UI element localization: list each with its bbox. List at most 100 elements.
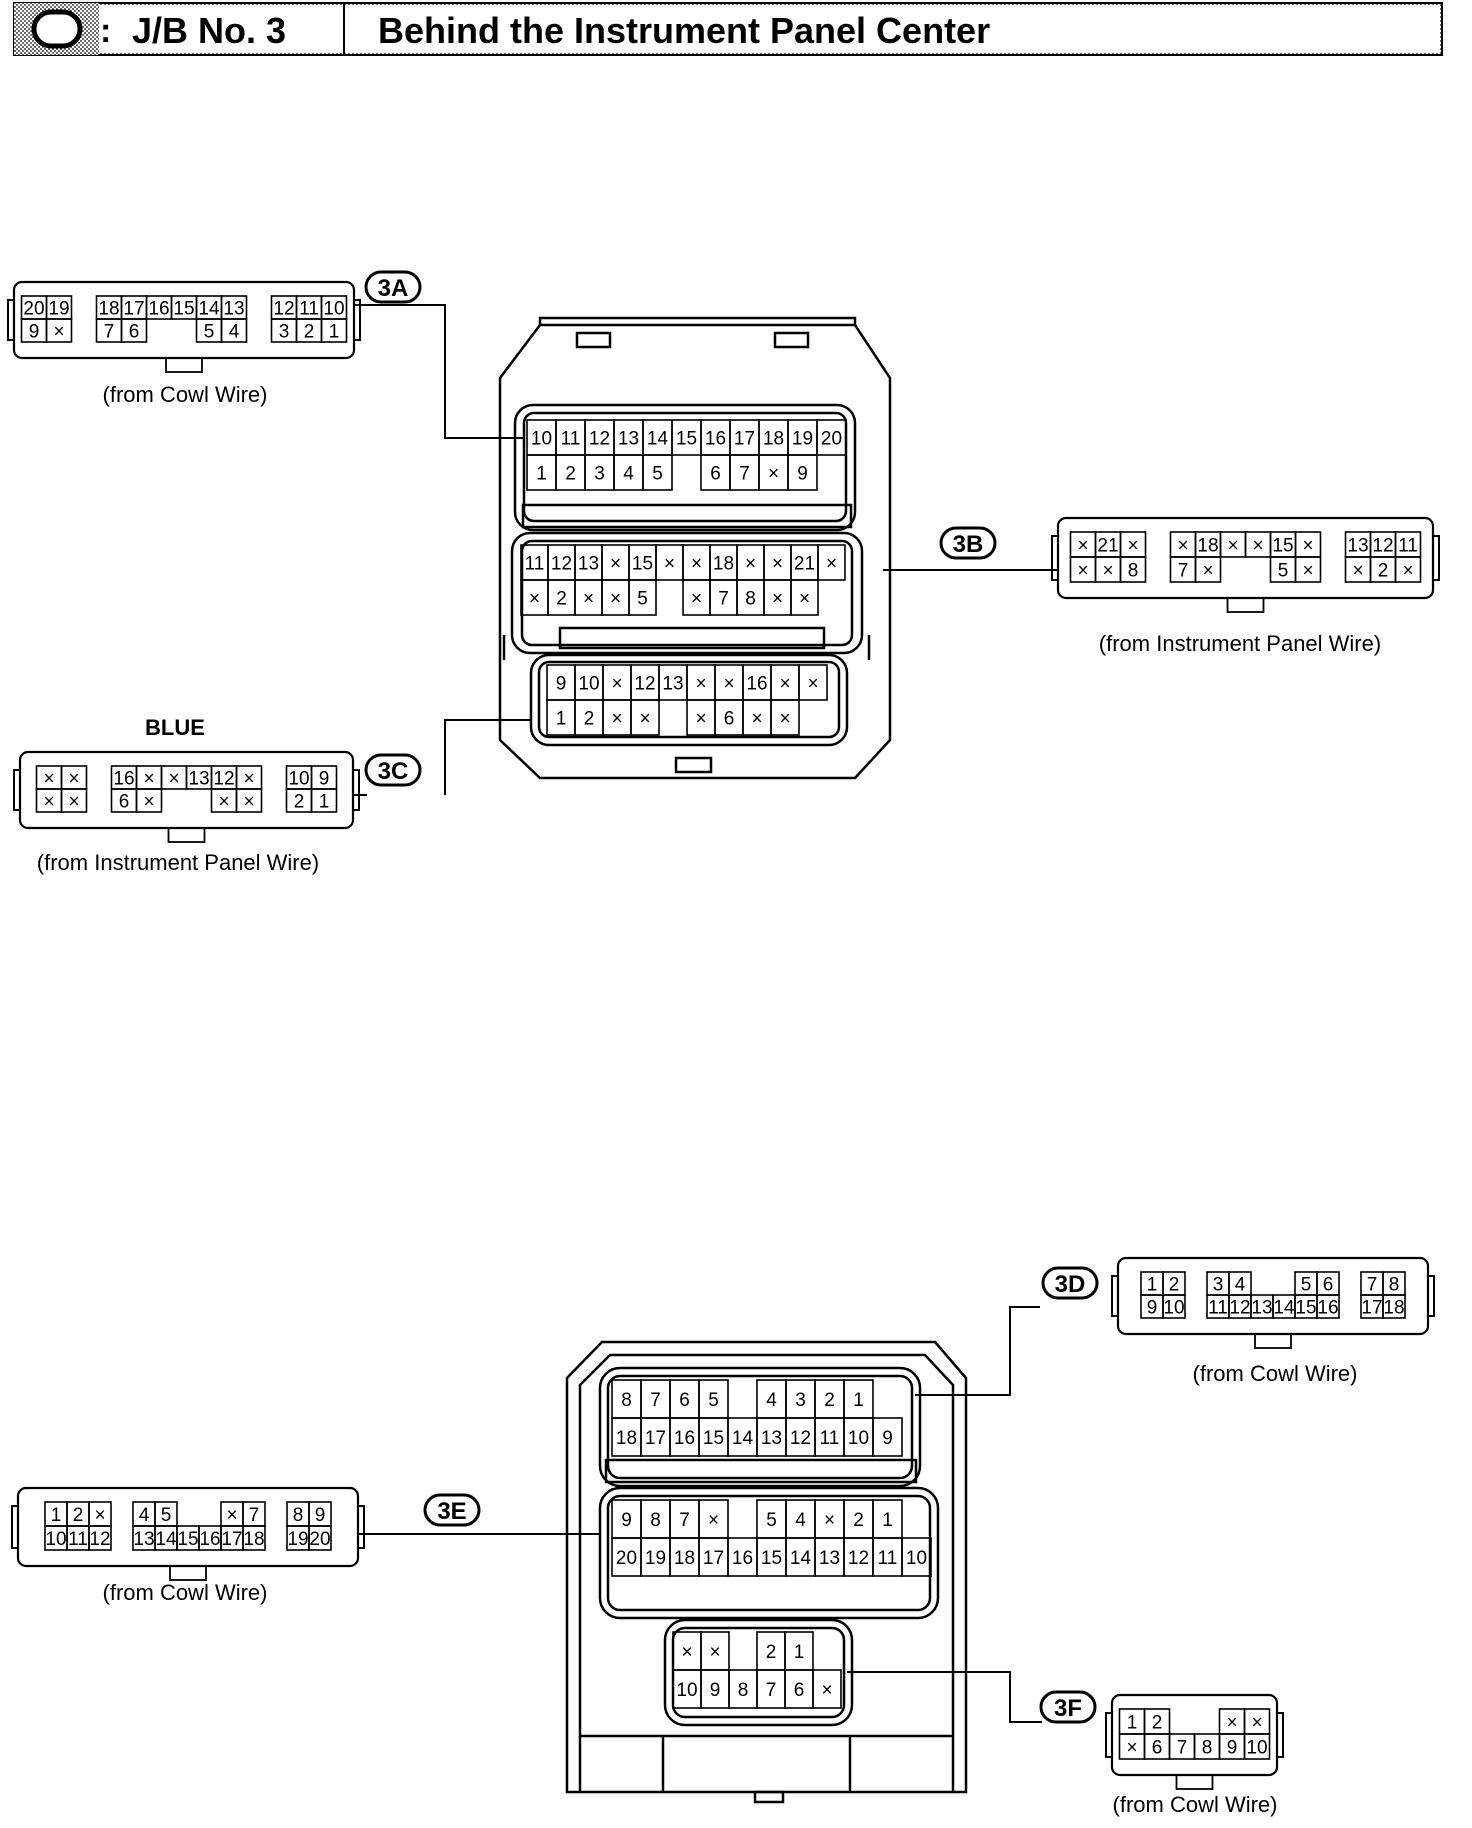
pin-number: 9	[621, 1510, 632, 1531]
pin-number: 9	[882, 1428, 893, 1449]
pin-cell	[872, 1417, 903, 1457]
pin-number: 8	[293, 1505, 304, 1526]
connector-body	[1056, 516, 1435, 600]
pin-cell	[120, 318, 148, 343]
pin-number: 8	[1389, 1275, 1400, 1296]
pin-number: 16	[199, 1529, 220, 1550]
pin-number: 19	[48, 299, 69, 320]
pin-number: 10	[288, 769, 309, 790]
pin-number: 15	[177, 1529, 198, 1550]
pin-number: 6	[710, 464, 721, 485]
connector-code-badge	[364, 753, 422, 787]
pin-number: 8	[745, 589, 756, 610]
pin-number: 7	[650, 1390, 661, 1411]
pin-number: 11	[1208, 1298, 1228, 1319]
pin-number: 7	[1367, 1275, 1378, 1296]
empty-pin-mark: ×	[799, 589, 810, 610]
pin-number: 17	[221, 1529, 242, 1550]
pin-number: 6	[1323, 1275, 1334, 1296]
pin-number: 2	[1378, 561, 1389, 582]
pin-number: 6	[724, 709, 735, 730]
connector-code-badge	[939, 526, 997, 560]
pin-number: 5	[1301, 1275, 1312, 1296]
empty-pin-mark: ×	[68, 792, 79, 813]
connector-code-badge	[1041, 1266, 1099, 1300]
pin-number: 19	[645, 1548, 666, 1569]
pin-number: 18	[763, 429, 784, 450]
empty-pin-mark: ×	[723, 674, 734, 695]
empty-pin-mark: ×	[243, 792, 254, 813]
empty-pin-mark: ×	[1202, 561, 1213, 582]
wire-source-label: (from Cowl Wire)	[103, 382, 268, 407]
pin-number: 19	[792, 429, 813, 450]
pin-cell	[630, 699, 660, 736]
header-separator: :	[100, 12, 111, 50]
pin-number: 5	[1278, 561, 1289, 582]
pin-number: 10	[848, 1428, 869, 1449]
pin-number: 10	[578, 674, 599, 695]
pin-number: 15	[173, 299, 194, 320]
empty-pin-mark: ×	[709, 1642, 720, 1663]
pin-number: 1	[329, 322, 340, 343]
pin-number: 6	[1152, 1738, 1163, 1759]
empty-pin-mark: ×	[664, 554, 675, 575]
wire-source-label: (from Cowl Wire)	[103, 1580, 268, 1605]
pin-number: 16	[148, 299, 169, 320]
pin-cell	[901, 1537, 932, 1577]
pin-number: 13	[819, 1548, 840, 1569]
pin-number: 12	[213, 769, 234, 790]
pin-number: 15	[703, 1428, 724, 1449]
pin-number: 1	[556, 709, 567, 730]
pin-number: 10	[906, 1548, 927, 1569]
pin-number: 10	[1246, 1738, 1267, 1759]
pin-number: 18	[1383, 1298, 1404, 1319]
empty-pin-mark: ×	[1077, 536, 1088, 557]
pin-number: 14	[1273, 1298, 1295, 1319]
pin-number: 2	[565, 464, 576, 485]
pin-number: 7	[1177, 1738, 1188, 1759]
pin-number: 18	[616, 1428, 637, 1449]
pin-number: 6	[129, 322, 140, 343]
pin-number: 12	[589, 429, 610, 450]
pin-cell	[787, 454, 818, 491]
empty-pin-mark: ×	[826, 554, 837, 575]
pin-number: 4	[229, 322, 240, 343]
pin-number: 2	[853, 1510, 864, 1531]
pin-number: 20	[309, 1529, 330, 1550]
pin-number: 3	[1213, 1275, 1224, 1296]
connector-code: 3A	[378, 275, 409, 302]
connector-body	[16, 1486, 360, 1568]
empty-pin-mark: ×	[1177, 536, 1188, 557]
pin-number: 11	[878, 1548, 898, 1569]
empty-pin-mark: ×	[768, 464, 779, 485]
pin-number: 20	[23, 299, 44, 320]
pin-cell	[770, 699, 800, 736]
pin-number: 11	[1398, 536, 1418, 557]
pin-number: 18	[98, 299, 119, 320]
empty-pin-mark: ×	[1252, 536, 1263, 557]
pin-number: 5	[161, 1505, 172, 1526]
empty-pin-mark: ×	[691, 589, 702, 610]
empty-pin-mark: ×	[821, 1680, 832, 1701]
pin-number: 7	[739, 464, 750, 485]
pin-number: 1	[51, 1505, 62, 1526]
empty-pin-mark: ×	[1251, 1713, 1262, 1734]
empty-pin-mark: ×	[695, 709, 706, 730]
pin-number: 9	[710, 1680, 721, 1701]
pin-number: 12	[551, 554, 572, 575]
pin-cell	[308, 1525, 332, 1551]
pin-cell	[242, 1525, 266, 1551]
empty-pin-mark: ×	[43, 792, 54, 813]
empty-pin-mark: ×	[681, 1642, 692, 1663]
pin-number: 6	[679, 1390, 690, 1411]
jb-symbol-icon	[31, 9, 83, 49]
pin-cell	[1382, 1294, 1406, 1319]
pin-number: 11	[561, 429, 581, 450]
pin-cell	[642, 454, 673, 491]
pin-cell	[1119, 556, 1147, 583]
pin-number: 6	[119, 792, 130, 813]
